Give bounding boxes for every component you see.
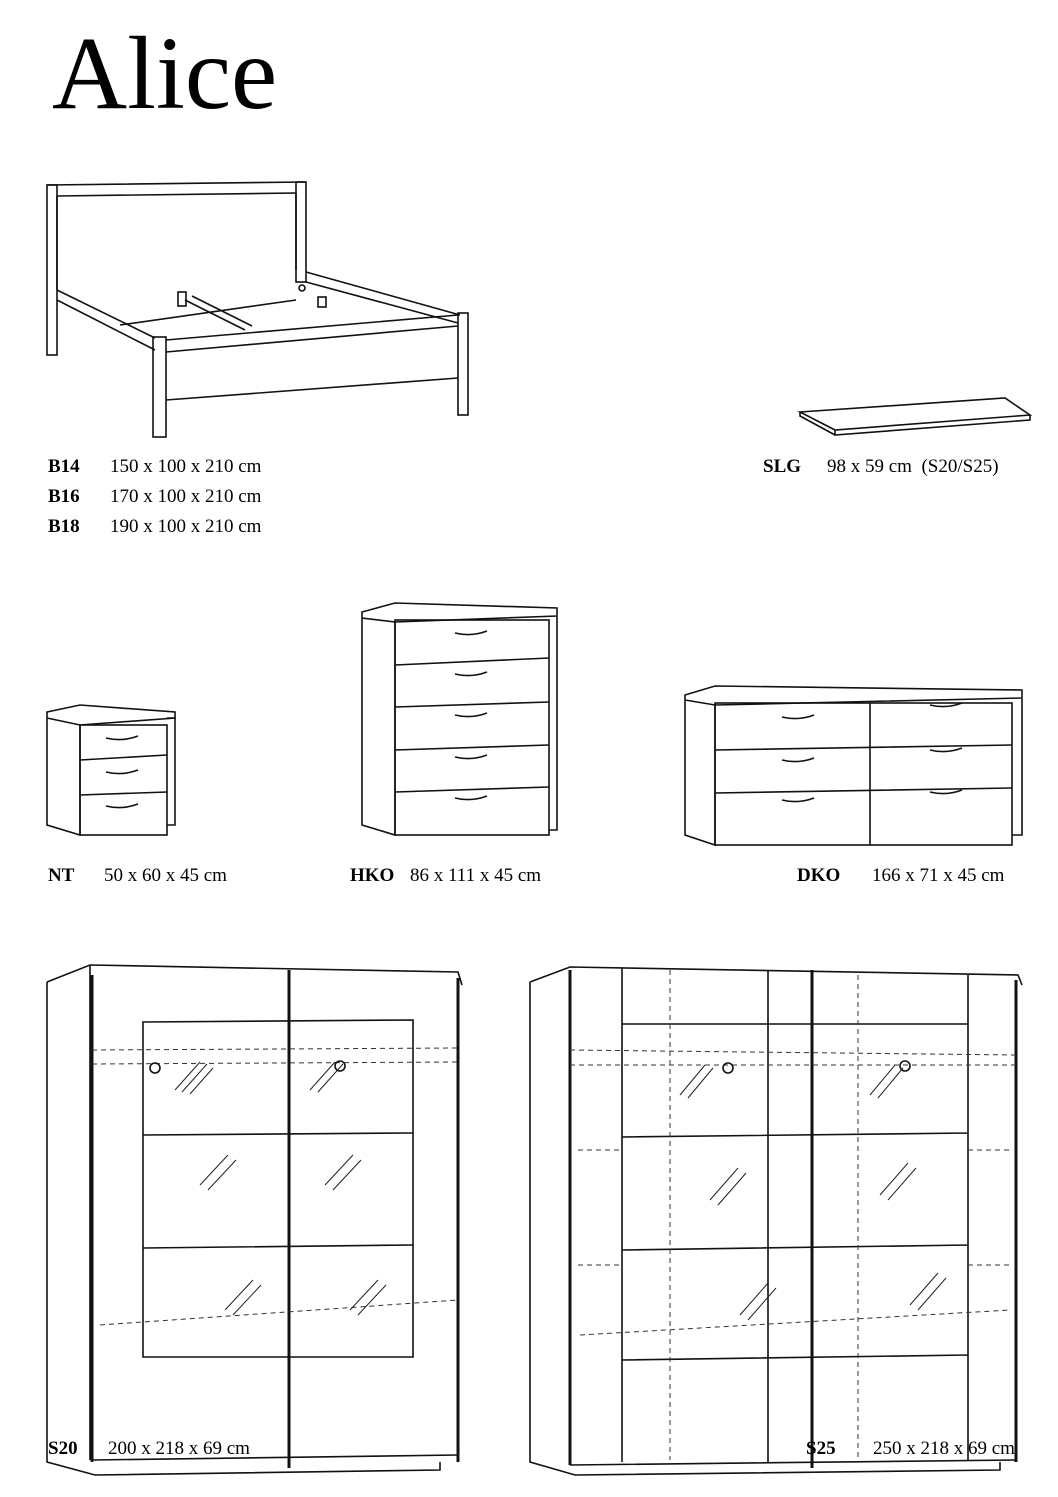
product-code-hko: HKO: [350, 865, 395, 886]
product-dims-b14: 150 x 100 x 210 cm: [110, 456, 262, 477]
bed-drawing: [46, 181, 469, 438]
product-code-s20: S20: [48, 1438, 78, 1459]
product-dims-nt: 50 x 60 x 45 cm: [104, 865, 227, 886]
product-dims-hko: 86 x 111 x 45 cm: [410, 865, 542, 886]
product-dims-b18: 190 x 100 x 210 cm: [110, 516, 262, 537]
product-code-b14: B14: [48, 456, 80, 477]
chest-drawing: [361, 602, 558, 837]
page-title: Alice: [52, 16, 278, 131]
product-dims-s20: 200 x 218 x 69 cm: [108, 1438, 250, 1459]
product-code-slg: SLG: [763, 456, 802, 477]
product-dims-b16: 170 x 100 x 210 cm: [110, 486, 262, 507]
product-dims-s25: 250 x 218 x 69 cm: [873, 1438, 1015, 1459]
product-code-b16: B16: [48, 486, 80, 507]
wardrobe-s20-drawing: [46, 964, 463, 1476]
product-code-b18: B18: [48, 516, 80, 537]
nightstand-drawing: [46, 704, 176, 837]
product-code-s25: S25: [806, 1438, 836, 1459]
dresser-drawing: [684, 685, 1023, 847]
wardrobe-s25-drawing: [529, 966, 1023, 1476]
product-dims-dko: 166 x 71 x 45 cm: [872, 865, 1005, 886]
shelf-drawing: [797, 397, 1033, 436]
product-code-nt: NT: [48, 865, 75, 886]
product-code-dko: DKO: [797, 865, 841, 886]
product-dims-slg: 98 x 59 cm (S20/S25): [827, 456, 999, 477]
